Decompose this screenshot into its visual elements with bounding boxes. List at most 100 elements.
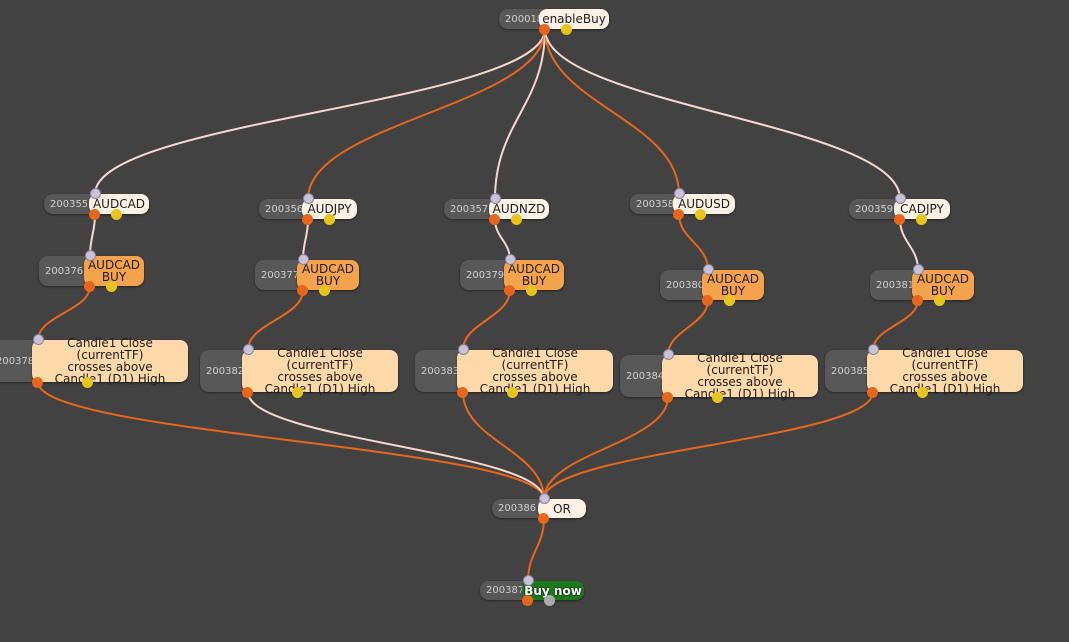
wire-200018-200357 bbox=[494, 28, 546, 200]
node-label: AUDCAD bbox=[89, 194, 149, 214]
input-port[interactable] bbox=[243, 344, 254, 355]
output-port[interactable] bbox=[539, 24, 550, 35]
input-port[interactable] bbox=[505, 254, 516, 265]
node-label: OR bbox=[538, 499, 586, 518]
input-port[interactable] bbox=[674, 188, 685, 199]
input-port[interactable] bbox=[458, 344, 469, 355]
aux-port[interactable] bbox=[82, 377, 93, 388]
aux-port[interactable] bbox=[712, 392, 723, 403]
wire-200383-200386 bbox=[462, 391, 545, 500]
input-port[interactable] bbox=[33, 334, 44, 345]
aux-port[interactable] bbox=[724, 295, 735, 306]
aux-port[interactable] bbox=[544, 595, 555, 606]
output-port[interactable] bbox=[489, 214, 500, 225]
input-port[interactable] bbox=[703, 264, 714, 275]
wire-200018-200359 bbox=[544, 28, 901, 200]
output-port[interactable] bbox=[867, 387, 878, 398]
aux-port[interactable] bbox=[324, 214, 335, 225]
node-label: Candle1 Close (currentTF) crosses above … bbox=[662, 352, 818, 400]
input-port[interactable] bbox=[868, 344, 879, 355]
output-port[interactable] bbox=[702, 295, 713, 306]
node-id-label: 200358 bbox=[630, 194, 685, 214]
aux-port[interactable] bbox=[695, 209, 706, 220]
node-label: Candle1 Close (currentTF) crosses above … bbox=[32, 337, 188, 385]
output-port[interactable] bbox=[662, 392, 673, 403]
input-port[interactable] bbox=[298, 254, 309, 265]
output-port[interactable] bbox=[89, 209, 100, 220]
node-label: AUDCAD BUY bbox=[912, 270, 974, 300]
output-port[interactable] bbox=[302, 214, 313, 225]
aux-port[interactable] bbox=[292, 387, 303, 398]
output-port[interactable] bbox=[894, 214, 905, 225]
output-port[interactable] bbox=[538, 513, 549, 524]
input-port[interactable] bbox=[895, 193, 906, 204]
output-port[interactable] bbox=[457, 387, 468, 398]
input-port[interactable] bbox=[663, 349, 674, 360]
aux-port[interactable] bbox=[561, 24, 572, 35]
output-port[interactable] bbox=[673, 209, 684, 220]
wire-200018-200358 bbox=[544, 28, 680, 195]
aux-port[interactable] bbox=[934, 295, 945, 306]
output-port[interactable] bbox=[504, 285, 515, 296]
aux-port[interactable] bbox=[916, 214, 927, 225]
aux-port[interactable] bbox=[917, 387, 928, 398]
aux-port[interactable] bbox=[111, 209, 122, 220]
node-200378[interactable]: 200378Candle1 Close (currentTF) crosses … bbox=[0, 334, 188, 388]
wire-200377-200382 bbox=[247, 289, 304, 351]
output-port[interactable] bbox=[84, 281, 95, 292]
wire-200359-200381 bbox=[899, 218, 919, 271]
output-port[interactable] bbox=[242, 387, 253, 398]
aux-port[interactable] bbox=[526, 285, 537, 296]
input-port[interactable] bbox=[539, 493, 550, 504]
input-port[interactable] bbox=[913, 264, 924, 275]
input-port[interactable] bbox=[523, 575, 534, 586]
wire-200380-200384 bbox=[667, 299, 709, 356]
node-id-label: 200359 bbox=[849, 199, 906, 219]
output-port[interactable] bbox=[32, 377, 43, 388]
node-id-label: 200356 bbox=[259, 199, 314, 219]
output-port[interactable] bbox=[297, 285, 308, 296]
wire-200381-200385 bbox=[872, 299, 919, 351]
node-label: AUDJPY bbox=[302, 199, 357, 219]
aux-port[interactable] bbox=[511, 214, 522, 225]
input-port[interactable] bbox=[85, 250, 96, 261]
node-label: CADJPY bbox=[894, 199, 950, 219]
wire-200384-200386 bbox=[543, 396, 669, 500]
node-id-label: 200387 bbox=[480, 581, 534, 600]
input-port[interactable] bbox=[303, 193, 314, 204]
wire-200382-200386 bbox=[247, 391, 545, 500]
aux-port[interactable] bbox=[507, 387, 518, 398]
node-id-label: 200018 bbox=[499, 9, 551, 29]
output-port[interactable] bbox=[522, 595, 533, 606]
aux-port[interactable] bbox=[106, 281, 117, 292]
node-label: AUDCAD BUY bbox=[297, 260, 359, 290]
input-port[interactable] bbox=[90, 188, 101, 199]
wire-200378-200386 bbox=[37, 381, 545, 500]
wire-200018-200355 bbox=[94, 28, 546, 195]
output-port[interactable] bbox=[912, 295, 923, 306]
node-id-label: 200355 bbox=[44, 194, 101, 214]
aux-port[interactable] bbox=[319, 285, 330, 296]
wire-200018-200356 bbox=[307, 28, 546, 200]
node-label: AUDCAD BUY bbox=[702, 270, 764, 300]
node-label: Buy now bbox=[522, 581, 584, 600]
input-port[interactable] bbox=[490, 193, 501, 204]
